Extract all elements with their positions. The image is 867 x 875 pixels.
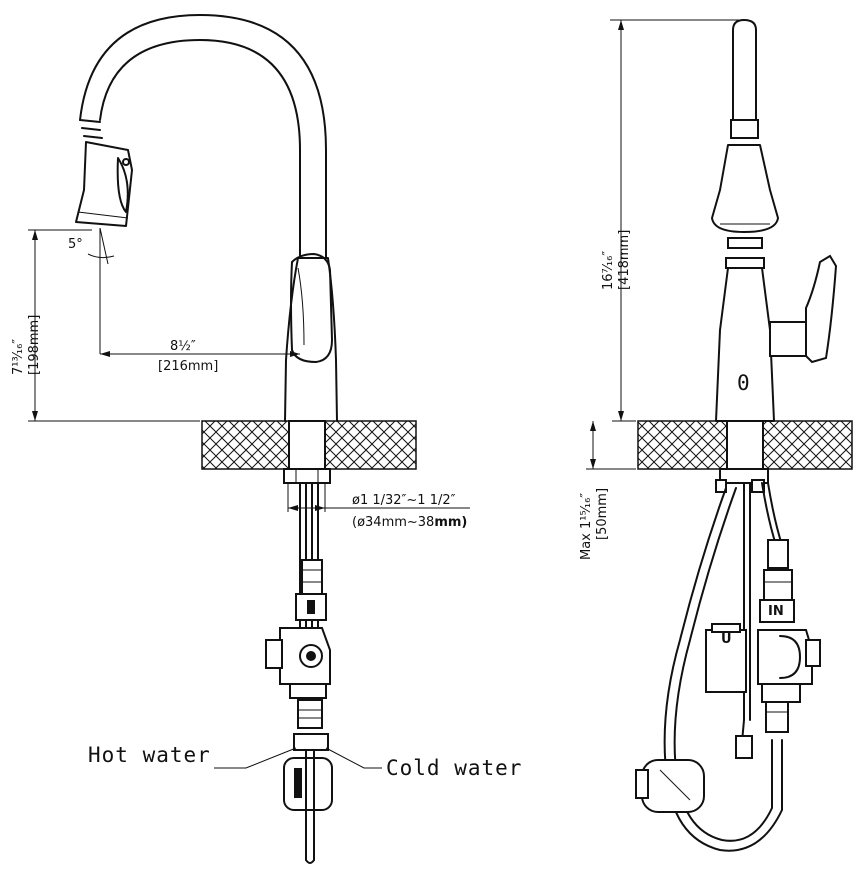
filter-cartridge bbox=[705, 629, 747, 693]
deck-thickness-mm: [50mm] bbox=[595, 488, 610, 540]
deck-thickness-in: Max 1¹⁵⁄₁₆″ bbox=[579, 493, 594, 560]
valve-box-side bbox=[757, 629, 813, 685]
mount-shank-side bbox=[726, 420, 764, 470]
gooseneck-spout-front bbox=[99, 39, 301, 259]
total-height-mm: [418mm] bbox=[617, 230, 632, 290]
faucet-body-side bbox=[715, 267, 775, 422]
lever-handle-front bbox=[290, 253, 333, 363]
hose-weight-side bbox=[641, 759, 705, 813]
total-height-in: 16⁷⁄₁₆″ bbox=[601, 251, 616, 290]
spout-clearance-in: 7¹³⁄₁₆″ bbox=[11, 339, 26, 375]
valve-box-front bbox=[279, 627, 331, 685]
side-view: 0 16⁷⁄₁₆″ [418mm] Max 1¹⁵⁄₁₆″ [50mm] IN bbox=[579, 19, 853, 852]
hole-diameter-mm: (ø34mm~38 bbox=[352, 515, 434, 530]
faucet-body-front bbox=[284, 257, 338, 422]
reach-dimension-mm: [216mm] bbox=[158, 359, 218, 374]
filter-mark: U bbox=[721, 632, 732, 647]
front-view: 5° 8½″ [216mm] 7¹³⁄₁₆″ [198mm] ø1 1/32″~… bbox=[11, 14, 522, 864]
hose-weight-front bbox=[283, 757, 333, 811]
angle-label: 5° bbox=[68, 237, 83, 252]
hole-diameter-mm-unit: mm) bbox=[434, 515, 467, 530]
mount-shank-front bbox=[288, 420, 326, 470]
lever-handle-side bbox=[805, 254, 838, 364]
hole-diameter-in: ø1 1/32″~1 1/2″ bbox=[352, 493, 456, 508]
svg-text:(ø34mm~38mm): (ø34mm~38mm) bbox=[352, 515, 467, 530]
cold-water-label: Cold water bbox=[386, 756, 522, 780]
hot-water-label: Hot water bbox=[88, 743, 211, 767]
spray-head-front bbox=[75, 141, 133, 227]
sensor-mark: 0 bbox=[737, 371, 751, 395]
valve-in-label: IN bbox=[768, 604, 784, 619]
reach-dimension-in: 8½″ bbox=[170, 339, 196, 354]
spout-clearance-mm: [198mm] bbox=[27, 315, 42, 375]
spray-head-side bbox=[711, 144, 779, 233]
